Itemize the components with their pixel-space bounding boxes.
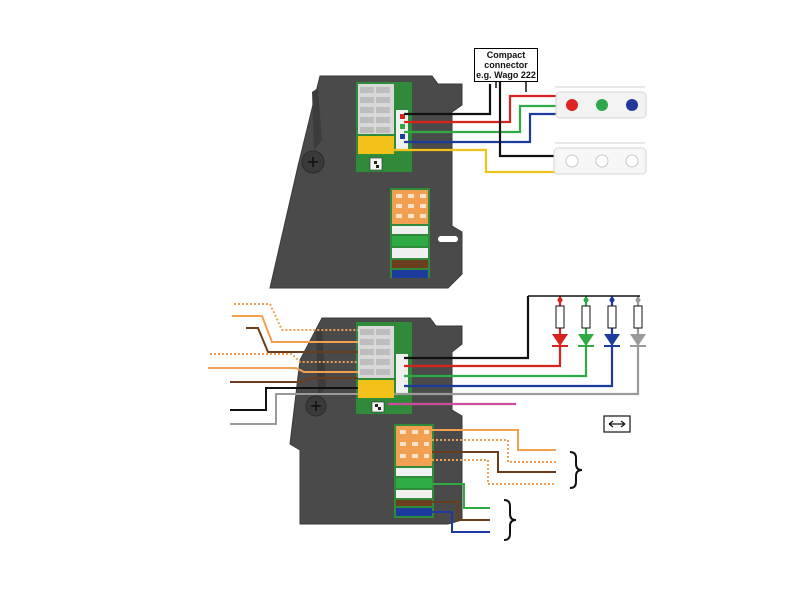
bottom-terminal-block [358, 326, 408, 398]
callout-line-3: e.g. Wago 222 [476, 70, 536, 80]
wire-green-top [404, 104, 560, 134]
bottom-output-wiring [432, 429, 556, 533]
bottom-plus-screw-icon [305, 395, 327, 417]
bottom-dip-switch [371, 401, 385, 413]
led-array [552, 297, 646, 347]
curly-brace-icon [569, 451, 583, 489]
plus-screw-icon [301, 150, 325, 174]
top-wiring [394, 82, 560, 174]
led-blue [604, 297, 620, 347]
top-terminal-block [358, 84, 408, 154]
top-lower-terminal-block [390, 188, 430, 278]
callout-line-2: connector [484, 60, 528, 70]
compact-connector-callout: Compact connector e.g. Wago 222 [474, 48, 538, 82]
strip-led-green [596, 99, 608, 111]
led-green [578, 297, 594, 347]
mounting-slot [438, 236, 458, 242]
bidirectional-arrow-icon [603, 415, 631, 433]
rgb-led-strip [555, 86, 647, 119]
top-controller [269, 75, 463, 289]
strip-led-red [566, 99, 578, 111]
wire-blue-top [404, 112, 560, 144]
wire-red-top [404, 94, 560, 124]
housing-edge-shadow [312, 88, 322, 150]
wire-black-top [404, 84, 492, 116]
wire-yellow-top [394, 148, 556, 174]
led-red [552, 297, 568, 347]
bottom-left-wiring [208, 303, 358, 425]
led-white [630, 297, 646, 347]
bottom-controller [289, 317, 463, 525]
curly-brace-icon-2 [503, 499, 517, 541]
bottom-lower-terminal-block [394, 424, 434, 518]
white-led-strip [553, 142, 647, 175]
top-dip-switch [369, 157, 383, 171]
callout-line-1: Compact [486, 50, 526, 60]
strip-led-blue [626, 99, 638, 111]
wire-black-to-white [498, 82, 556, 158]
